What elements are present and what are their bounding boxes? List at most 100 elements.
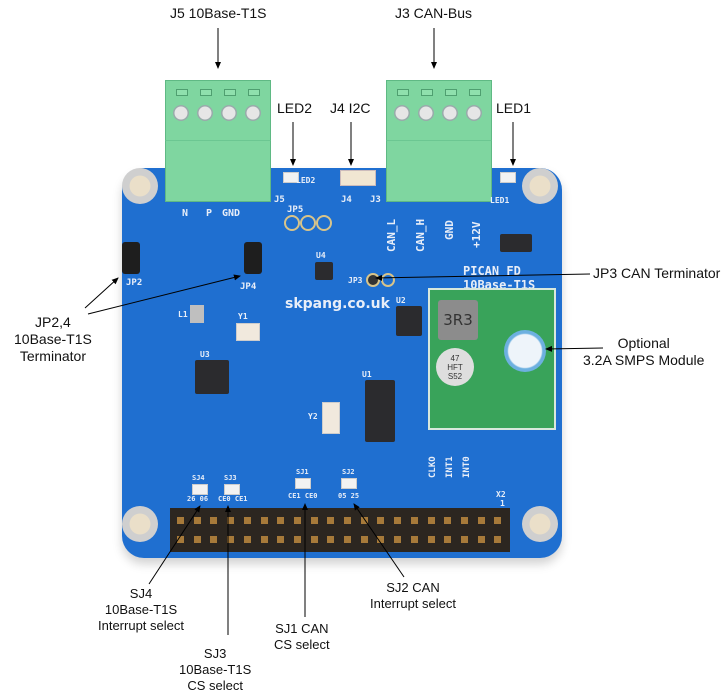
silk-sj4-pins: 26 06 [187,495,209,503]
header-pin [377,517,385,524]
terminal-tab [200,89,212,96]
callout-jp24-line2: 10Base-T1S [14,331,92,347]
silk-y2: Y2 [308,412,318,421]
header-pin [394,517,402,524]
header-pin [460,536,468,543]
sj2-solder-jumper[interactable] [341,478,357,489]
silk-l1: L1 [178,310,188,319]
silk-j5-n: N [182,208,189,219]
callout-j4: J4 I2C [330,100,371,116]
header-pin [310,517,318,524]
header-pin [193,517,201,524]
header-pin [327,517,335,524]
jp2-jumper[interactable] [122,242,140,274]
terminal-tab [421,89,433,96]
callout-jp24: JP2,4 10Base-T1S Terminator [14,314,92,365]
silk-sj1-pins: CE1 CE0 [288,492,318,500]
brand-silkscreen: skpang.co.uk [285,296,390,312]
callout-sj4-line3: Interrupt select [98,618,184,633]
l1-inductor [190,305,204,323]
smps-cap-line2: HFT [447,362,463,372]
header-pin [293,536,301,543]
silk-x2: X2 [496,490,506,499]
silk-sj2: SJ2 [342,468,355,476]
screw-icon [418,105,434,121]
jp4-leader [87,274,241,315]
header-pin [293,517,301,524]
callout-jp3: JP3 CAN Terminator [593,265,721,281]
d3-diode [500,234,532,252]
callout-j5: J5 10Base-T1S [170,5,267,21]
mounting-hole [522,168,558,204]
header-pin [327,536,335,543]
silk-u4: U4 [316,251,326,260]
header-pin [427,517,435,524]
silk-u3: U3 [200,350,210,359]
terminal-tab [224,89,236,96]
callout-led2: LED2 [277,100,313,116]
header-pin [177,536,184,543]
gpio-header-x2 [170,508,510,552]
silk-jp3: JP3 [348,276,363,285]
callout-sj2-line2: Interrupt select [370,596,456,611]
jp5-header [284,215,332,231]
silk-j3: J3 [370,195,381,205]
callout-sj2-line1: SJ2 CAN [386,580,440,595]
sj1-solder-jumper[interactable] [295,478,311,489]
smps-cap-line1: 47 [450,353,460,363]
header-pin [243,517,251,524]
silk-j5-p: P [206,208,213,219]
silk-sj4: SJ4 [192,474,205,482]
header-pin [210,517,218,524]
led2 [283,172,299,183]
screw-icon [245,105,261,121]
header-pin [410,536,418,543]
smps-leader [545,345,604,352]
callout-sj3-line2: 10Base-T1S [179,662,252,677]
smps-inductor: 3R3 [438,300,478,340]
sj4-leader [148,505,201,585]
header-pin [477,536,485,543]
callout-j3: J3 CAN-Bus [395,5,473,21]
header-pin [227,536,235,543]
header-pin [360,536,368,543]
header-pin [277,517,285,524]
header-pin [360,517,368,524]
smps-cap-line3: S52 [447,371,463,381]
callout-sj3: SJ3 10Base-T1S CS select [179,646,251,694]
sj3-solder-jumper[interactable] [224,484,240,495]
header-pin [177,517,184,524]
silk-jp4: JP4 [240,282,257,292]
y2-crystal [322,402,340,434]
silk-j5-gnd: GND [222,208,241,219]
jp4-jumper[interactable] [244,242,262,274]
header-pin [260,536,268,543]
callout-sj4-line2: 10Base-T1S [104,602,178,617]
sj2-leader [353,503,405,578]
callout-sj1: SJ1 CAN CS select [274,621,330,653]
smps-cap-electrolytic: 47 HFT S52 [436,348,474,386]
header-pin [460,517,468,524]
header-pin [310,536,318,543]
sj4-solder-jumper[interactable] [192,484,208,495]
smps-cap-blue [504,330,546,372]
callout-sj3-line3: CS select [187,678,243,693]
header-pin [444,536,452,543]
silk-j5: J5 [274,195,285,205]
header-pin [210,536,218,543]
led1 [500,172,516,183]
header-pin [243,536,251,543]
j4-i2c-connector [340,170,376,186]
callout-smps: Optional 3.2A SMPS Module [583,335,704,369]
callout-jp24-line3: Terminator [19,348,86,364]
header-pin [427,536,435,543]
mounting-hole [122,506,158,542]
product-name-line1: PICAN FD [463,264,521,278]
callout-sj2: SJ2 CAN Interrupt select [370,580,456,612]
silk-u1: U1 [362,370,372,379]
terminal-tab [445,89,457,96]
header-pin [344,536,351,543]
terminal-tab [248,89,260,96]
callout-sj1-line2: CS select [274,637,330,652]
